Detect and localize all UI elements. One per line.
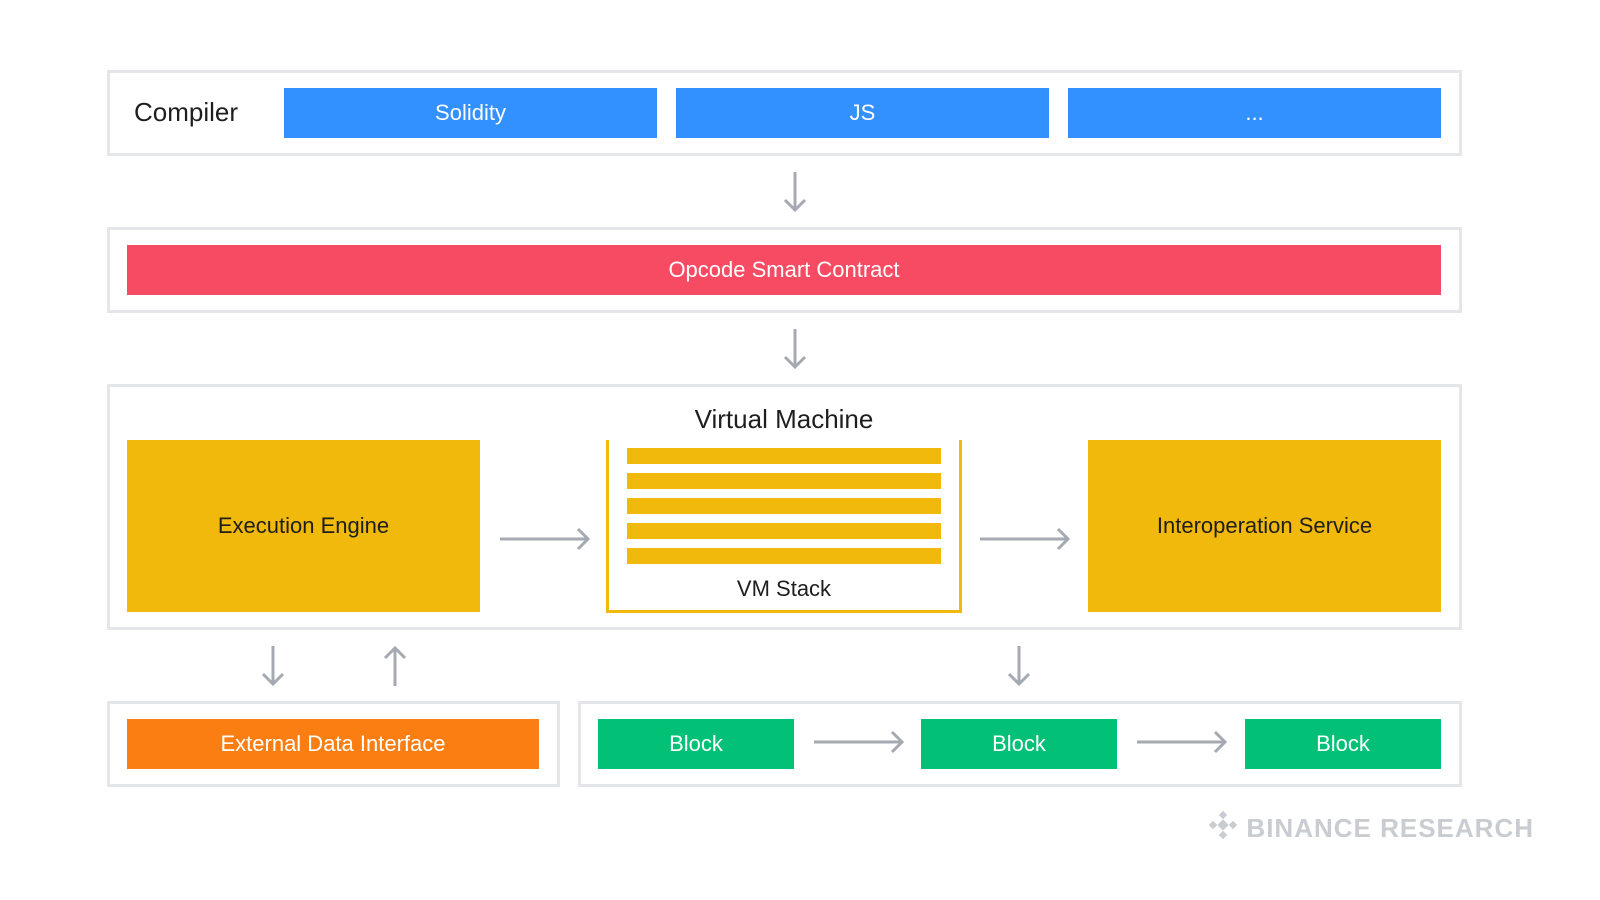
- arrow-down-icon: [258, 646, 288, 687]
- block: Block: [598, 719, 794, 769]
- stack-frame: [627, 498, 941, 514]
- external-data-interface: External Data Interface: [127, 719, 539, 769]
- arrow-up-icon: [380, 645, 410, 686]
- stack-frame: [627, 473, 941, 489]
- arrow-down-icon: [780, 172, 810, 213]
- brand-text: BINANCE RESEARCH: [1246, 813, 1534, 843]
- stack-frame: [627, 548, 941, 564]
- binance-logo-icon: [1208, 810, 1238, 847]
- compiler-language-more: ...: [1068, 88, 1441, 138]
- brand-watermark: BINANCE RESEARCH: [1208, 810, 1534, 847]
- compiler-language-js: JS: [676, 88, 1049, 138]
- execution-engine: Execution Engine: [127, 440, 480, 612]
- block: Block: [921, 719, 1117, 769]
- virtual-machine-title: Virtual Machine: [694, 404, 874, 434]
- arrow-right-icon: [1137, 730, 1229, 754]
- opcode-smart-contract: Opcode Smart Contract: [127, 245, 1441, 295]
- stack-frame: [627, 448, 941, 464]
- arrow-down-icon: [1004, 646, 1034, 687]
- vm-stack: VM Stack: [606, 440, 962, 613]
- vm-stack-label: VM Stack: [736, 576, 832, 601]
- arrow-down-icon: [780, 329, 810, 370]
- interoperation-service: Interoperation Service: [1088, 440, 1441, 612]
- compiler-label: Compiler: [134, 97, 239, 127]
- stack-frame: [627, 523, 941, 539]
- arrow-right-icon: [814, 730, 906, 754]
- compiler-language-solidity: Solidity: [284, 88, 657, 138]
- arrow-right-icon: [980, 527, 1072, 551]
- block: Block: [1245, 719, 1441, 769]
- arrow-right-icon: [500, 527, 592, 551]
